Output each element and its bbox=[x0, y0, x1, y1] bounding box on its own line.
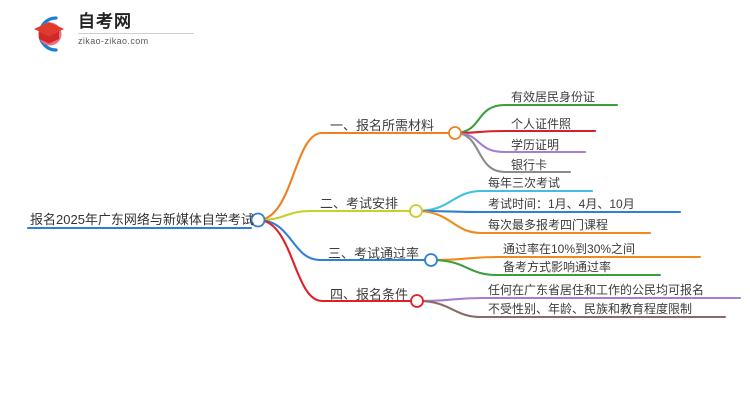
graduation-cap-icon bbox=[26, 12, 72, 54]
leaf-label-3-2[interactable]: 备考方式影响通过率 bbox=[503, 260, 612, 274]
leaf-label-4-1[interactable]: 任何在广东省居住和工作的公民均可报名 bbox=[488, 283, 705, 297]
connector bbox=[256, 209, 314, 222]
branch-label-2[interactable]: 二、考试安排 bbox=[320, 196, 399, 211]
leaf-label-2-1[interactable]: 每年三次考试 bbox=[488, 176, 561, 190]
leaf-label-3-1[interactable]: 通过率在10%到30%之间 bbox=[503, 242, 636, 256]
branch-label-3[interactable]: 三、考试通过率 bbox=[328, 246, 420, 261]
connector bbox=[453, 103, 507, 135]
site-logo: 自考网 zikao-zikao.com bbox=[26, 10, 196, 58]
leaf-label-1-2[interactable]: 个人证件照 bbox=[511, 117, 572, 131]
connector bbox=[414, 209, 484, 235]
logo-subtitle: zikao-zikao.com bbox=[78, 36, 149, 46]
connector bbox=[256, 218, 324, 303]
node-marker[interactable] bbox=[409, 204, 423, 218]
node-marker[interactable] bbox=[410, 294, 424, 308]
root-node-label[interactable]: 报名2025年广东网络与新媒体自学考试 bbox=[30, 212, 254, 227]
connector bbox=[415, 299, 484, 319]
connector bbox=[453, 131, 507, 174]
connector bbox=[429, 258, 499, 277]
node-marker[interactable] bbox=[250, 212, 266, 228]
leaf-label-1-3[interactable]: 学历证明 bbox=[511, 138, 560, 152]
logo-title: 自考网 bbox=[78, 12, 132, 31]
logo-divider bbox=[78, 33, 194, 34]
node-marker[interactable] bbox=[424, 253, 438, 267]
leaf-label-2-2[interactable]: 考试时间：1月、4月、10月 bbox=[488, 197, 635, 211]
branch-label-4[interactable]: 四、报名条件 bbox=[330, 287, 409, 302]
connector bbox=[414, 189, 484, 213]
logo-text: 自考网 zikao-zikao.com bbox=[78, 12, 196, 47]
leaf-label-1-1[interactable]: 有效居民身份证 bbox=[511, 90, 596, 104]
leaf-label-4-2[interactable]: 不受性别、年龄、民族和教育程度限制 bbox=[488, 302, 693, 316]
leaf-label-1-4[interactable]: 银行卡 bbox=[511, 158, 548, 172]
branch-label-1[interactable]: 一、报名所需材料 bbox=[330, 118, 435, 133]
node-marker[interactable] bbox=[448, 126, 462, 140]
connector bbox=[256, 131, 324, 222]
connector bbox=[453, 131, 507, 154]
leaf-label-2-3[interactable]: 每次最多报考四门课程 bbox=[488, 218, 609, 232]
